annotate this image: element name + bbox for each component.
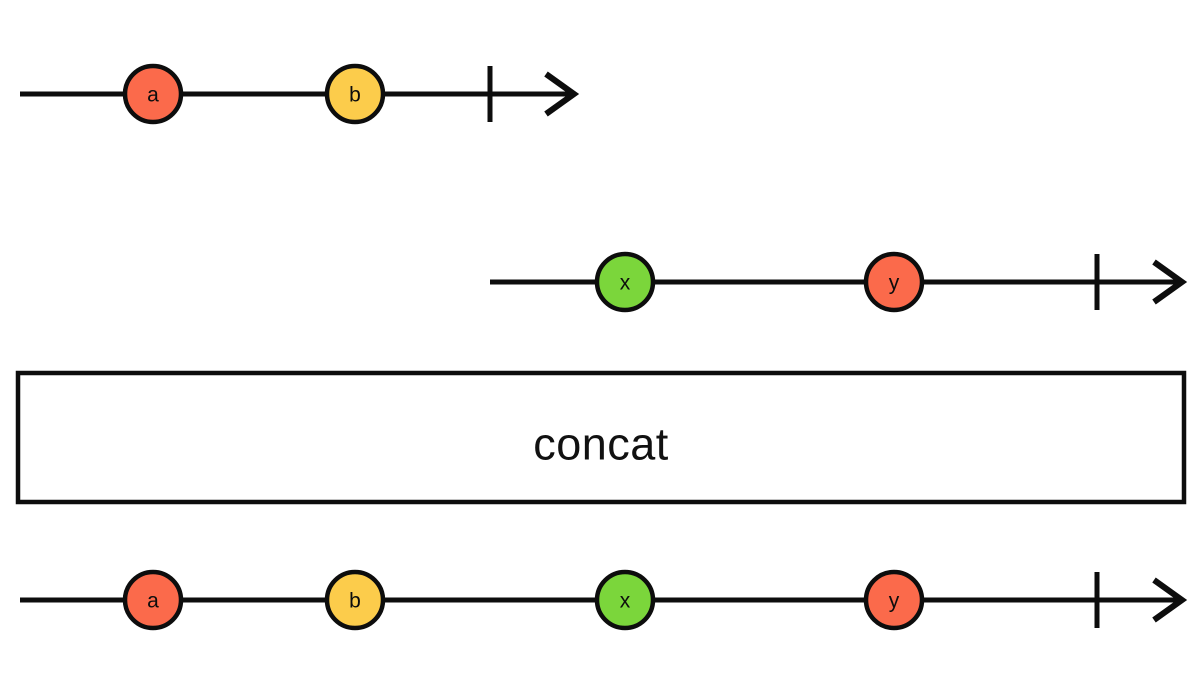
arrow-head-icon: [1152, 259, 1188, 305]
marble-circle[interactable]: [324, 63, 386, 125]
output-timeline: a b x y: [20, 569, 1188, 631]
marble-circle[interactable]: [594, 569, 656, 631]
marble-label: y: [889, 272, 900, 295]
marble-label: a: [147, 84, 159, 107]
marble-circle[interactable]: [863, 251, 925, 313]
marble-circle[interactable]: [122, 569, 184, 631]
marble-b[interactable]: b: [324, 63, 386, 125]
operator-label: concat: [533, 419, 669, 470]
marble-label: y: [889, 590, 900, 613]
marble-x[interactable]: x: [594, 251, 656, 313]
operator-box[interactable]: concat: [15, 370, 1187, 505]
source-timeline-1: a b: [20, 63, 580, 125]
marble-x[interactable]: x: [594, 569, 656, 631]
marble-label: b: [349, 84, 361, 107]
source-timeline-2: x y: [490, 251, 1188, 313]
marble-label: b: [349, 590, 361, 613]
marble-b[interactable]: b: [324, 569, 386, 631]
marble-label: a: [147, 590, 159, 613]
marble-label: x: [620, 590, 631, 613]
marble-y[interactable]: y: [863, 251, 925, 313]
marble-a[interactable]: a: [122, 63, 184, 125]
marble-circle[interactable]: [863, 569, 925, 631]
marble-label: x: [620, 272, 631, 295]
arrow-head-icon: [544, 71, 580, 117]
marble-y[interactable]: y: [863, 569, 925, 631]
marble-circle[interactable]: [324, 569, 386, 631]
marble-circle[interactable]: [122, 63, 184, 125]
arrow-head-icon: [1152, 577, 1188, 623]
marble-a[interactable]: a: [122, 569, 184, 631]
operator-box-rect[interactable]: [15, 370, 1187, 505]
marble-circle[interactable]: [594, 251, 656, 313]
